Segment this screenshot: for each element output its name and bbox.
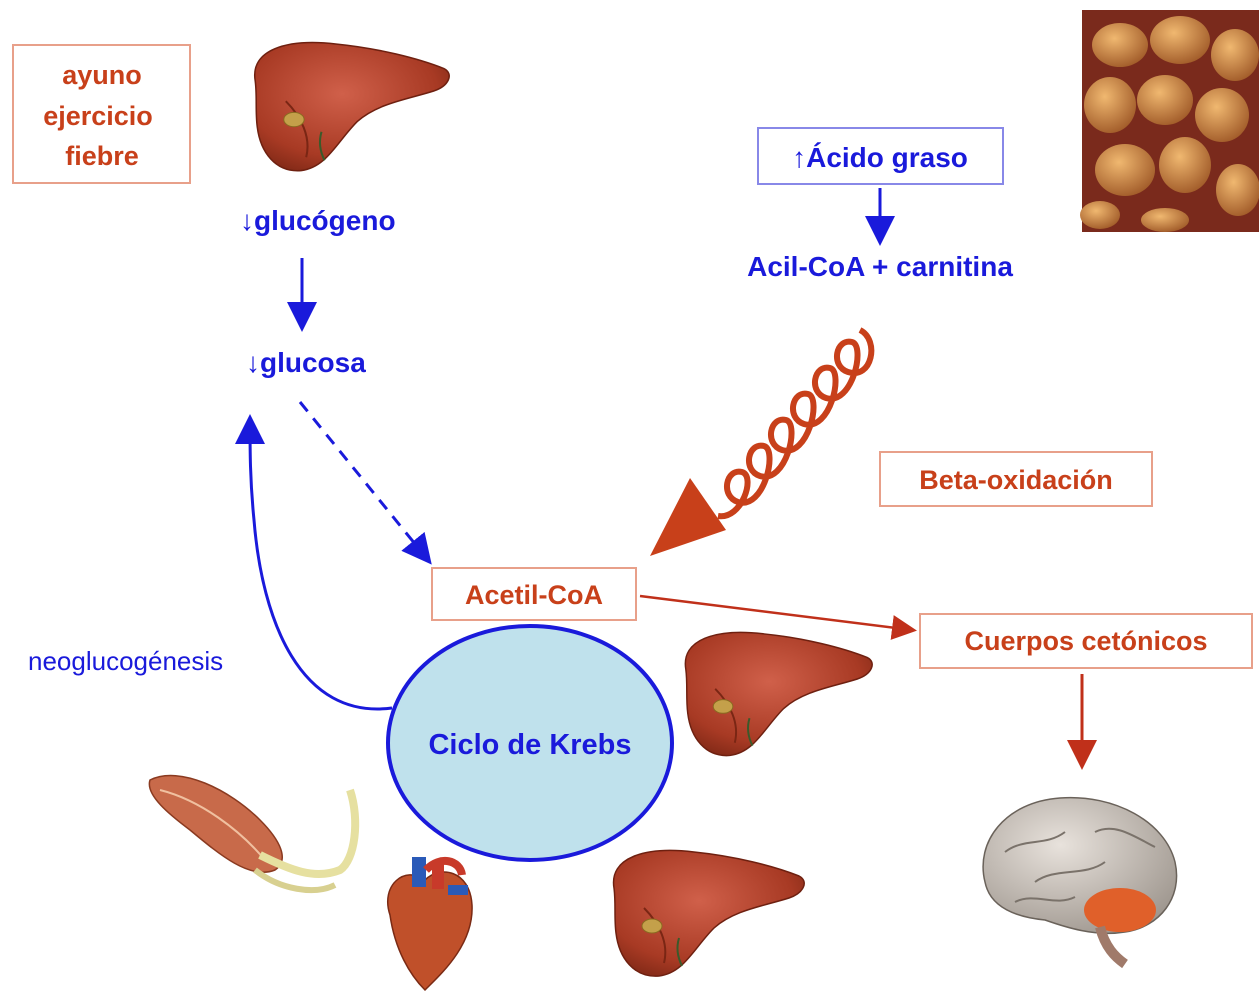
cuerpos-cetonicos-box: Cuerpos cetónicos xyxy=(920,614,1252,668)
condition-ejercicio: ejercicio xyxy=(43,101,153,131)
acido-graso-box: ↑Ácido graso xyxy=(758,128,1003,184)
spiral-arrow-icon xyxy=(650,330,871,556)
acetil-coa-box: Acetil-CoA xyxy=(432,568,636,620)
liver-icon xyxy=(685,632,872,755)
beta-oxidacion-box: Beta-oxidación xyxy=(880,452,1152,506)
acetil-coa-label: Acetil-CoA xyxy=(465,580,603,610)
krebs-cycle: Ciclo de Krebs xyxy=(388,626,672,860)
condition-ayuno: ayuno xyxy=(62,60,142,90)
liver-icon xyxy=(614,851,805,977)
brain-icon xyxy=(983,798,1176,964)
acetilcoa-to-cetonicos-arrow xyxy=(640,596,912,630)
glucogeno-label: ↓glucógeno xyxy=(240,205,396,236)
heart-icon xyxy=(388,857,472,990)
adipose-tissue-icon xyxy=(1080,10,1259,232)
conditions-box: ayuno ejercicio fiebre xyxy=(13,45,190,183)
cuerpos-cetonicos-label: Cuerpos cetónicos xyxy=(964,626,1207,656)
neoglucogenesis-label: neoglucogénesis xyxy=(28,646,223,676)
beta-oxidacion-label: Beta-oxidación xyxy=(919,465,1113,495)
glucosa-label: ↓glucosa xyxy=(246,347,366,378)
ciclo-krebs-label: Ciclo de Krebs xyxy=(428,729,631,761)
acil-coa-label: Acil-CoA + carnitina xyxy=(747,251,1013,282)
neoglucogenesis-arrow xyxy=(250,420,392,709)
condition-fiebre: fiebre xyxy=(65,141,139,171)
glucosa-to-acetilcoa-arrow xyxy=(300,402,428,560)
muscle-icon xyxy=(149,776,355,890)
acido-graso-label: ↑Ácido graso xyxy=(792,142,968,173)
liver-icon xyxy=(255,43,449,171)
